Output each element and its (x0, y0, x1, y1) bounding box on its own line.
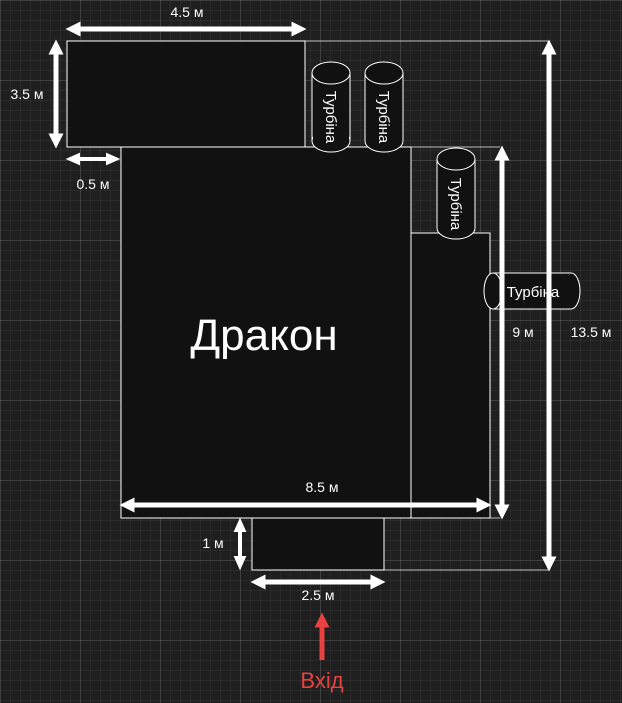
dim-top-width: 4.5 м (171, 4, 204, 20)
entrance-label: Вхід (300, 668, 343, 693)
top-block (66, 40, 306, 148)
dim-entry-depth: 1 м (202, 535, 223, 551)
turbine-3: Турбіна (436, 147, 476, 240)
dim-entry-width: 2.5 м (302, 587, 335, 603)
turbine-label: Турбіна (507, 284, 560, 301)
dim-offset: 0.5 м (77, 176, 110, 192)
dim-right-height: 9 м (512, 324, 533, 340)
main-label: Дракон (190, 311, 337, 360)
dimension-arrows (48, 21, 557, 590)
turbine-4: Турбіна (483, 272, 581, 310)
turbine-label: Турбіна (322, 91, 339, 144)
entry-block (251, 517, 385, 571)
turbine-1: Турбіна (311, 61, 351, 153)
dim-bottom-width: 8.5 м (306, 479, 339, 495)
turbine-label: Турбіна (375, 91, 392, 144)
turbine-label: Турбіна (447, 178, 464, 231)
dim-total-height: 13.5 м (571, 324, 612, 340)
dim-top-height: 3.5 м (11, 86, 44, 102)
main-block (120, 146, 412, 519)
right-block (410, 232, 491, 519)
turbine-2: Турбіна (364, 61, 404, 153)
